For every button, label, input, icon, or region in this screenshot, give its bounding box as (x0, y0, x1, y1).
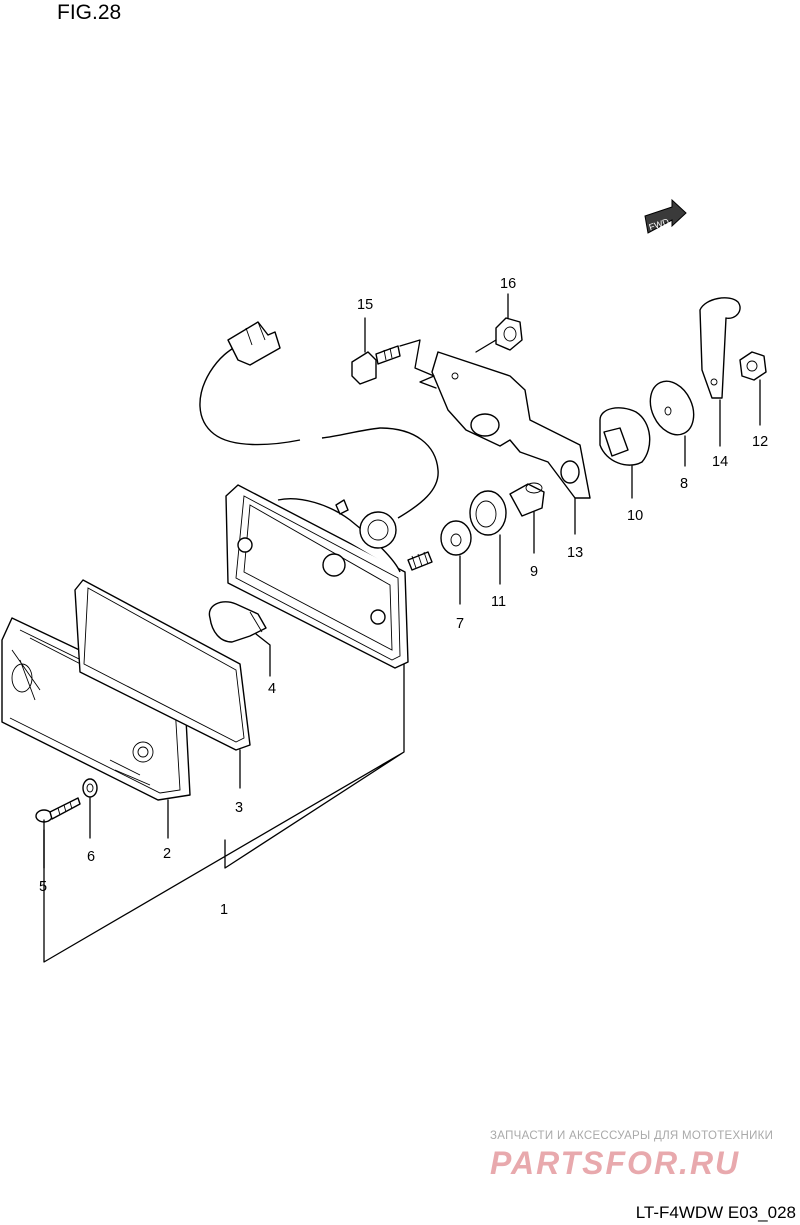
callout-8: 8 (680, 476, 688, 492)
callout-12: 12 (752, 434, 768, 450)
part-bracket (431, 351, 591, 499)
watermark-logo: PARTSFOR.RU (490, 1145, 740, 1181)
callout-13: 13 (567, 545, 583, 561)
part-washer (440, 520, 472, 556)
part-nut-flange (495, 317, 523, 351)
callout-2: 2 (163, 846, 171, 862)
fwd-arrow-icon: FWD (644, 198, 687, 234)
part-nut (739, 351, 767, 381)
part-washer-small (82, 778, 98, 798)
callout-4: 4 (268, 681, 276, 697)
callout-16: 16 (500, 276, 516, 292)
part-bolt (351, 345, 401, 385)
callout-11: 11 (491, 594, 506, 610)
callout-14: 14 (712, 454, 728, 470)
part-housing (225, 484, 433, 669)
part-grommet (469, 490, 507, 536)
figure-code: LT-F4WDW E03_028 (635, 1203, 796, 1222)
callout-1: 1 (220, 902, 228, 918)
watermark-tagline: ЗАПЧАСТИ И АКСЕССУАРЫ ДЛЯ МОТОТЕХНИКИ (490, 1130, 774, 1142)
callout-15: 15 (357, 297, 373, 313)
part-screw (35, 797, 81, 823)
callout-3: 3 (235, 800, 243, 816)
callout-5: 5 (39, 879, 47, 895)
callout-6: 6 (87, 849, 95, 865)
callout-9: 9 (530, 564, 538, 580)
part-damper (599, 407, 651, 466)
part-gasket (74, 579, 251, 751)
callout-10: 10 (627, 508, 643, 524)
callout-7: 7 (456, 616, 464, 632)
part-washer-large (649, 380, 695, 436)
leader-lines (43, 293, 761, 963)
figure-title: FIG.28 (57, 1, 122, 24)
part-bulb (208, 601, 271, 677)
svg-text:PARTSFOR.RU: PARTSFOR.RU (490, 1145, 740, 1181)
part-wire-harness (199, 321, 439, 519)
part-collar (509, 482, 545, 517)
part-clamp (699, 297, 741, 399)
